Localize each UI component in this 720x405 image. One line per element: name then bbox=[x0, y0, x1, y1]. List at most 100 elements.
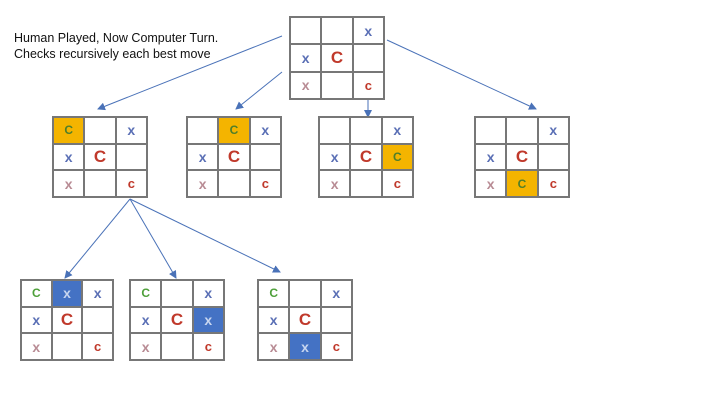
x-mark: x bbox=[141, 311, 150, 328]
tree-arrow bbox=[129, 198, 177, 279]
c-mark: C bbox=[392, 149, 402, 164]
board-cell: c bbox=[352, 71, 384, 99]
board-cell bbox=[321, 71, 353, 99]
board-cell: C bbox=[53, 117, 85, 144]
board-cell: x bbox=[258, 333, 290, 360]
c-mark: C bbox=[31, 286, 41, 301]
x-mark: x bbox=[393, 122, 402, 139]
board-cell: x bbox=[115, 117, 147, 144]
board-cell: x bbox=[21, 306, 52, 334]
board-cell: x bbox=[53, 143, 85, 171]
board-cell bbox=[352, 44, 384, 72]
board-cell: x bbox=[51, 280, 83, 307]
board-cell bbox=[84, 117, 116, 144]
board-cell: C bbox=[506, 170, 538, 197]
board-cell bbox=[350, 170, 382, 197]
board-cell: x bbox=[320, 280, 352, 307]
board-cell bbox=[161, 280, 193, 307]
board-cell bbox=[249, 143, 281, 171]
board-cell: C bbox=[218, 117, 250, 144]
c-mark: C bbox=[515, 147, 529, 167]
x-mark: x bbox=[301, 338, 309, 355]
tree-arrow bbox=[129, 198, 281, 273]
board-cell: x bbox=[21, 333, 52, 360]
x-mark: x bbox=[486, 175, 495, 192]
board-cell: c bbox=[192, 333, 224, 360]
board-cell: C bbox=[218, 143, 250, 171]
board-cell: x bbox=[289, 333, 321, 360]
c-mark: c bbox=[127, 176, 135, 192]
caption-text: Human Played, Now Computer Turn. Checks … bbox=[14, 31, 219, 61]
board-cell: x bbox=[192, 280, 224, 307]
board-cell bbox=[289, 280, 321, 307]
c-mark: C bbox=[141, 286, 150, 301]
board-cell bbox=[161, 333, 193, 360]
tree-arrow bbox=[97, 35, 283, 111]
x-mark: x bbox=[93, 285, 102, 302]
c-mark: C bbox=[170, 310, 184, 330]
board-cell: x bbox=[319, 170, 351, 197]
x-mark: x bbox=[64, 175, 73, 192]
c-mark: C bbox=[269, 286, 278, 301]
board-cell: c bbox=[82, 333, 113, 360]
board-cell: x bbox=[475, 143, 507, 171]
c-mark: C bbox=[64, 123, 73, 138]
board-cell bbox=[321, 17, 353, 45]
board-cell: c bbox=[320, 333, 352, 360]
x-mark: x bbox=[64, 148, 73, 165]
board-cell: C bbox=[130, 280, 162, 307]
board-cell bbox=[537, 143, 569, 171]
c-mark: C bbox=[330, 48, 344, 68]
x-mark: x bbox=[330, 175, 339, 192]
c-mark: c bbox=[393, 176, 401, 192]
board-cell: x bbox=[130, 306, 162, 334]
tree-arrow bbox=[386, 39, 537, 110]
board-cell: x bbox=[352, 17, 384, 45]
x-mark: x bbox=[269, 338, 278, 355]
x-mark: x bbox=[330, 148, 339, 165]
c-mark: c bbox=[94, 339, 102, 355]
board-cell bbox=[51, 333, 83, 360]
board-cell bbox=[350, 117, 382, 144]
c-mark: c bbox=[364, 77, 372, 93]
x-mark: x bbox=[198, 148, 207, 165]
c-mark: c bbox=[261, 176, 269, 192]
x-mark: x bbox=[32, 338, 41, 355]
x-mark: x bbox=[204, 285, 213, 302]
c-mark: C bbox=[359, 147, 373, 167]
x-mark: x bbox=[127, 122, 136, 139]
board-cell bbox=[82, 306, 113, 334]
x-mark: x bbox=[269, 311, 278, 328]
board-cell: C bbox=[258, 280, 290, 307]
c-mark: C bbox=[93, 147, 107, 167]
x-mark: x bbox=[486, 148, 495, 165]
board-cell bbox=[290, 17, 322, 45]
x-mark: x bbox=[204, 311, 213, 328]
x-mark: x bbox=[301, 77, 310, 94]
board-cell bbox=[218, 170, 250, 197]
x-mark: x bbox=[332, 285, 341, 302]
board-cell: x bbox=[475, 170, 507, 197]
board-cell: x bbox=[82, 280, 113, 307]
board-cell: C bbox=[381, 143, 413, 171]
board-cell: C bbox=[321, 44, 353, 72]
board-cell: C bbox=[51, 306, 83, 334]
board-cell bbox=[475, 117, 507, 144]
c-mark: c bbox=[204, 339, 212, 355]
board-cell: x bbox=[537, 117, 569, 144]
c-mark: c bbox=[549, 176, 557, 192]
x-mark: x bbox=[141, 338, 150, 355]
board-cell: c bbox=[381, 170, 413, 197]
board-cell: x bbox=[192, 306, 224, 334]
x-mark: x bbox=[63, 285, 71, 302]
c-mark: C bbox=[517, 176, 527, 191]
board-cell: C bbox=[21, 280, 52, 307]
x-mark: x bbox=[549, 122, 558, 139]
x-mark: x bbox=[301, 49, 310, 66]
